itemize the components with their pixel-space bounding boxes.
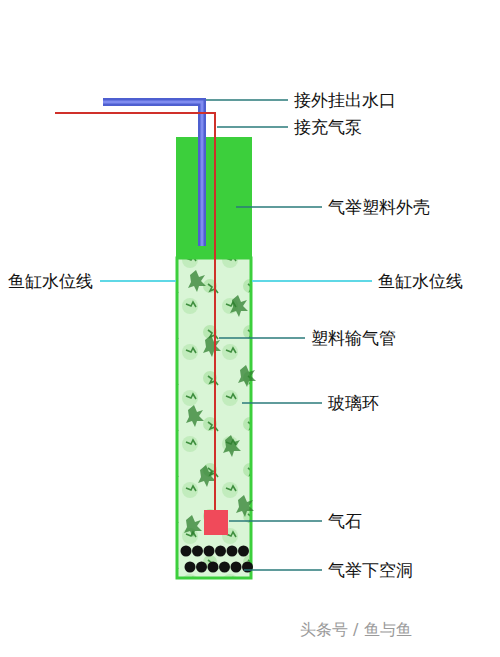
glass-ring [203, 335, 221, 357]
hole [242, 562, 253, 573]
hole [238, 546, 249, 557]
hole [215, 546, 226, 557]
hole [185, 562, 196, 573]
part-label: 气举下空洞 [328, 560, 413, 580]
glass-ring [188, 270, 206, 292]
watermark: 头条号 / 鱼与鱼 [300, 620, 412, 640]
hole [208, 562, 219, 573]
hole [196, 562, 207, 573]
air-tube [55, 113, 215, 512]
water-level-label: 鱼缸水位线 [8, 271, 93, 291]
glass-ring [184, 515, 202, 537]
outlet-pipe-highlight [103, 102, 202, 246]
part-label: 接充气泵 [294, 117, 362, 137]
part-label: 玻璃环 [328, 393, 379, 413]
water-level-line [100, 280, 176, 282]
glass-ring [230, 295, 248, 317]
water-level-line [252, 280, 372, 282]
hole [204, 546, 215, 557]
part-label: 气举塑料外壳 [328, 197, 430, 217]
glass-ring [198, 465, 216, 487]
hole [227, 546, 238, 557]
part-label: 塑料输气管 [311, 328, 396, 348]
hole [219, 562, 230, 573]
part-label: 气石 [328, 511, 362, 531]
bottom-holes [181, 546, 254, 573]
air-stone [204, 510, 228, 535]
hole [231, 562, 242, 573]
outlet-pipe [103, 102, 202, 246]
water-level-label: 鱼缸水位线 [378, 271, 463, 291]
glass-ring [238, 365, 256, 387]
glass-ring [223, 435, 241, 457]
hole [181, 546, 192, 557]
glass-ring [236, 495, 254, 517]
part-label: 接外挂出水口 [294, 90, 396, 110]
hole [192, 546, 203, 557]
glass-ring [186, 405, 204, 427]
leader-lines [206, 100, 322, 570]
